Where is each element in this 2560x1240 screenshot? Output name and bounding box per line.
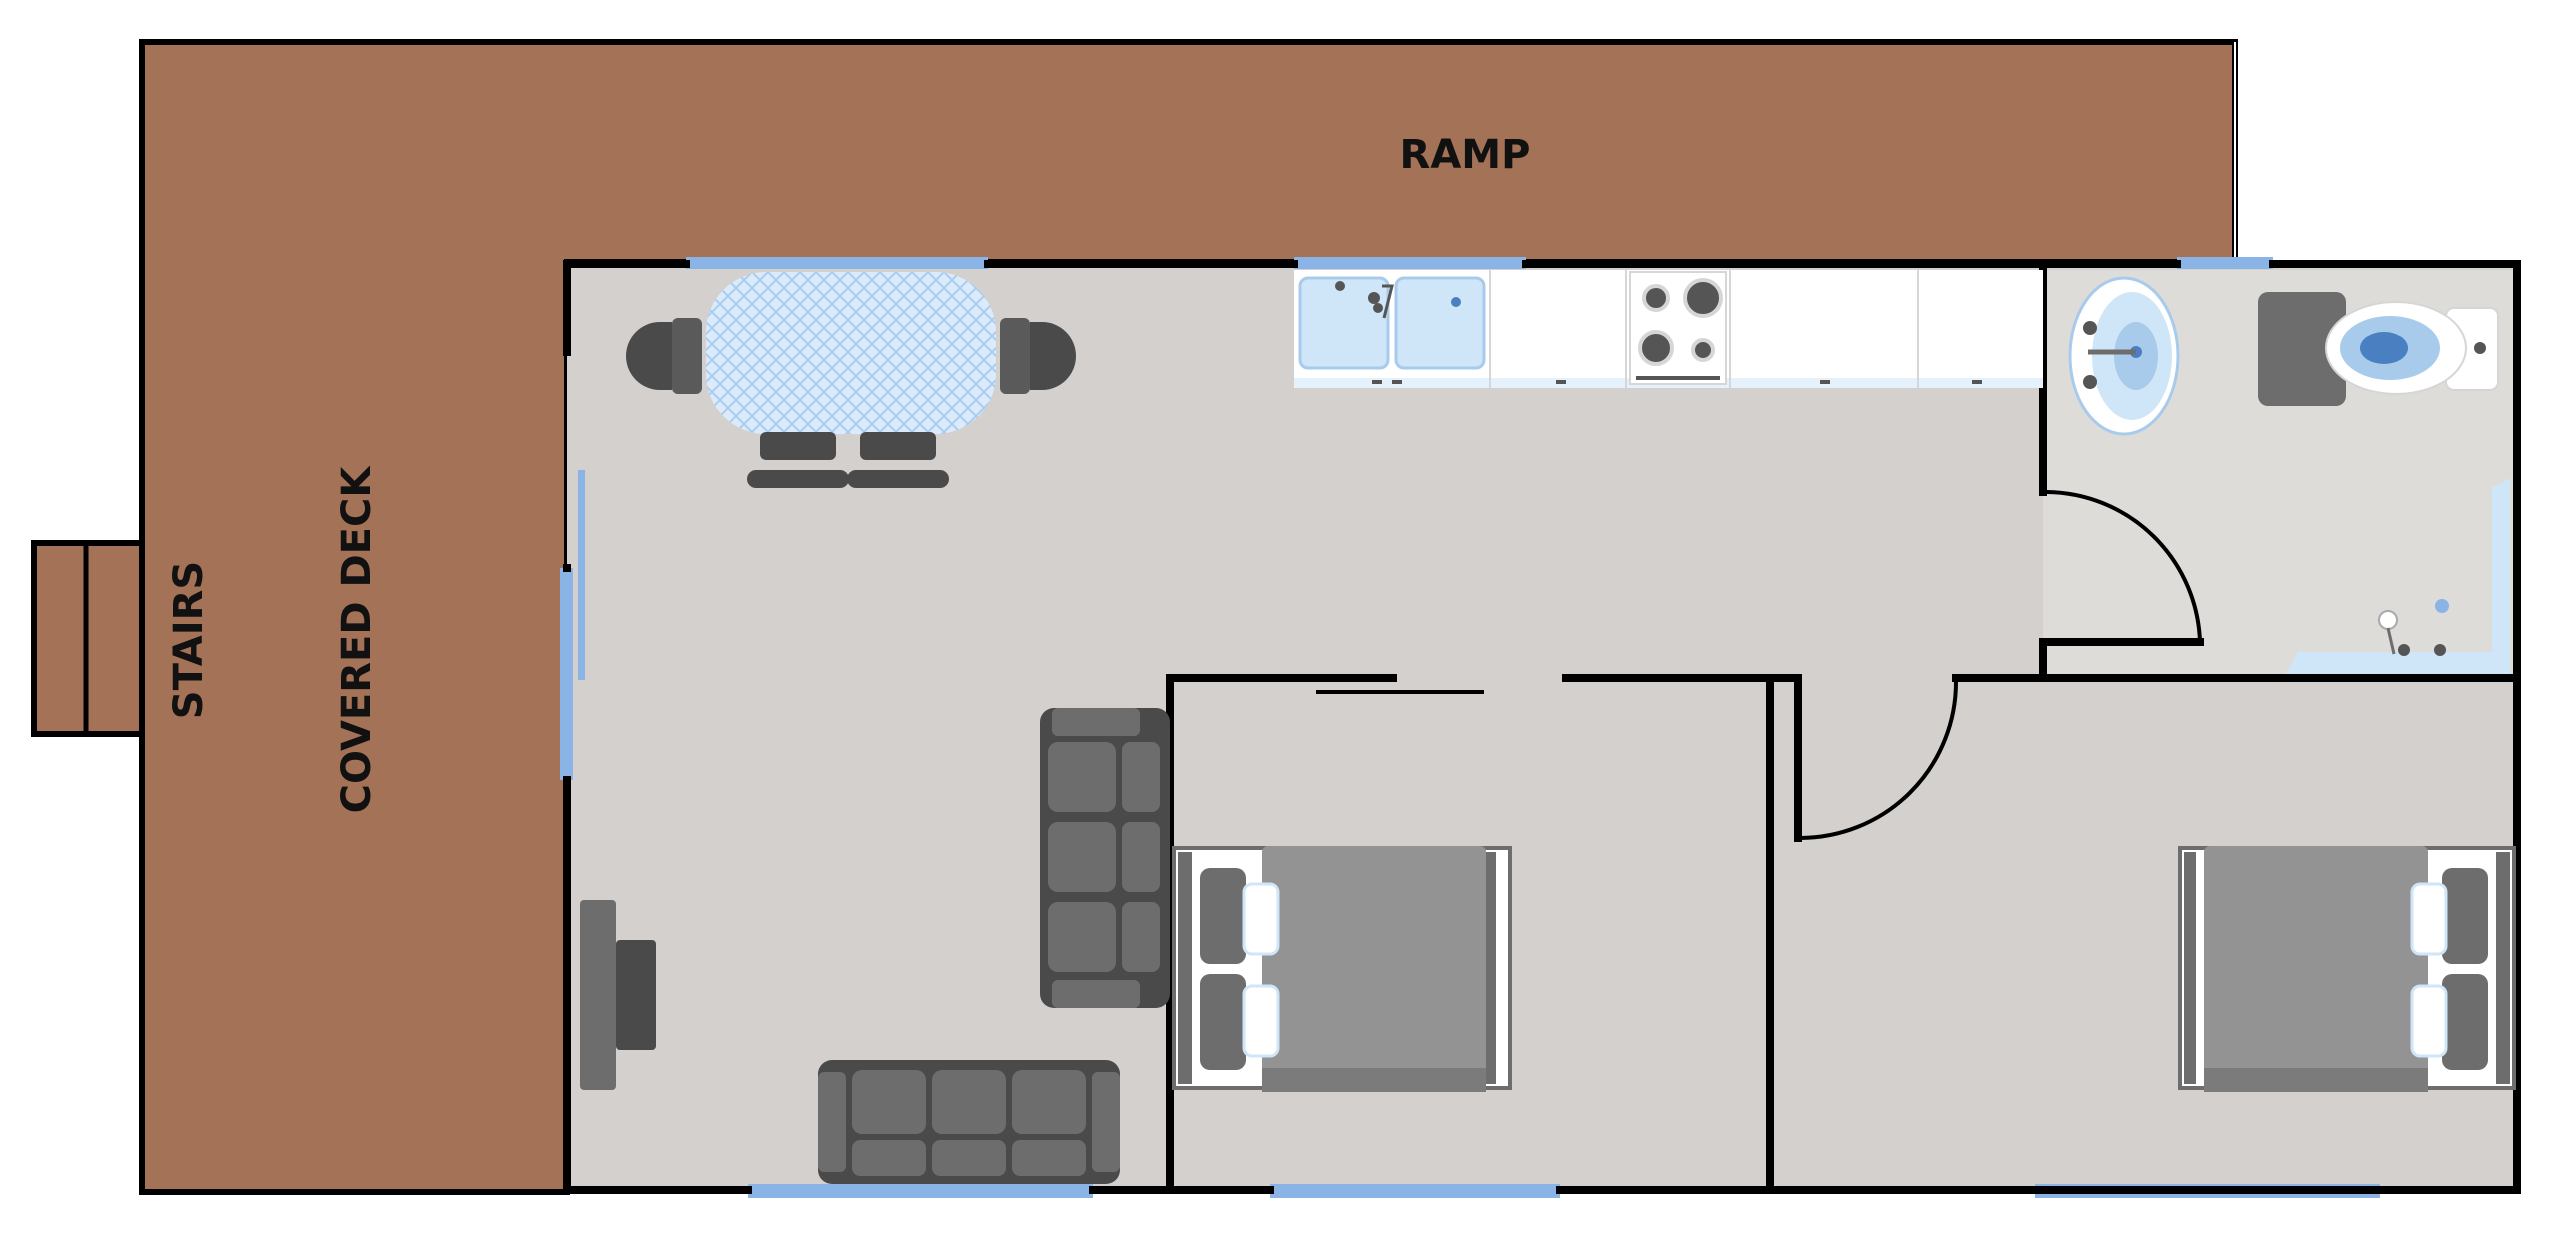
bathroom-sink-icon <box>2068 276 2180 436</box>
windows <box>560 257 2380 1198</box>
bed-icon-2 <box>2178 846 2516 1092</box>
stove-icon <box>1629 271 1727 385</box>
ramp-label: RAMP <box>1400 132 1531 178</box>
covered-deck-label: COVERED DECK <box>334 465 380 814</box>
toilet-icon <box>2258 292 2499 406</box>
tv-icon <box>580 900 656 1090</box>
stairs <box>31 540 145 737</box>
sofa-icon-horizontal <box>818 1060 1120 1184</box>
shower-icon <box>2286 478 2510 674</box>
door-swings <box>1799 490 2202 840</box>
bed-icon <box>1172 846 1512 1092</box>
sofa-icon <box>1040 708 1170 1008</box>
kitchen-sink-icon <box>1298 276 1486 370</box>
dining-table-icon <box>626 272 1076 488</box>
stairs-label: STAIRS <box>166 561 212 719</box>
